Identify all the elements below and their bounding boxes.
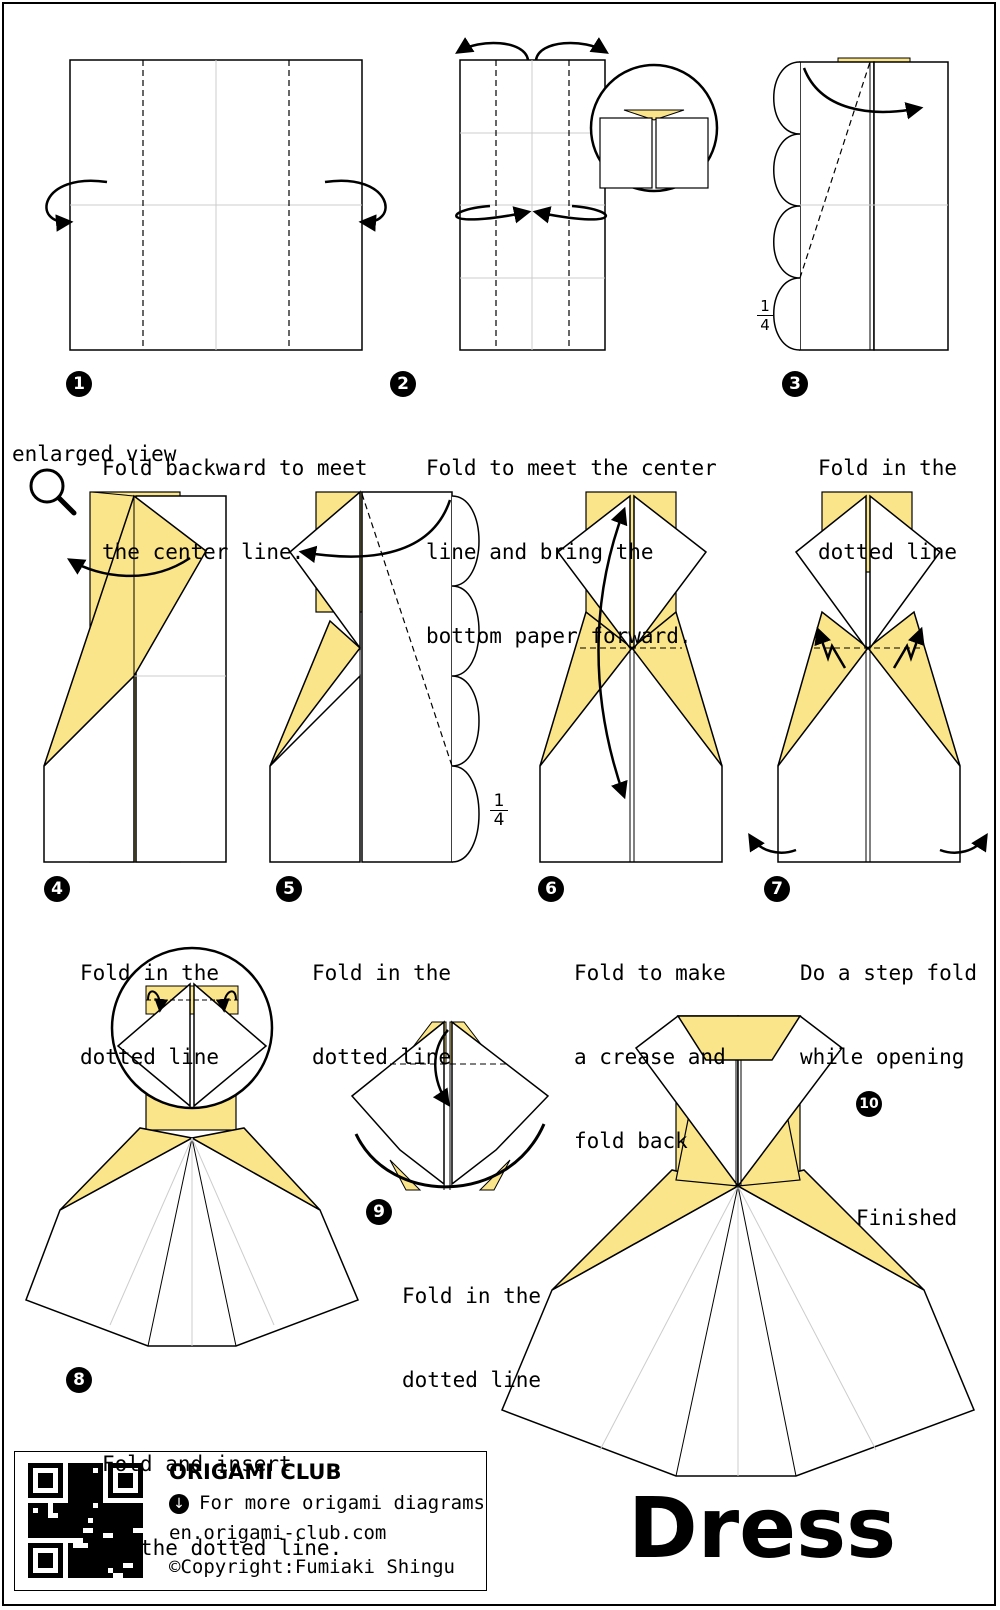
fraction-label-step-3: 1 4 (757, 298, 773, 333)
step-6-diagram (539, 491, 723, 863)
club-name: ORIGAMI CLUB (169, 1460, 342, 1484)
step-6-caption: 6 Fold to make a crease and fold back (538, 875, 726, 1183)
step-8-diagram (25, 946, 359, 1347)
step-4-diagram (43, 491, 227, 863)
fraction-label-step-5: 1 4 (490, 793, 508, 829)
page-title: Dress (628, 1479, 897, 1577)
step-10-caption: 10 Finished (856, 1090, 957, 1260)
more-diagrams-text: For more origami diagrams (199, 1492, 485, 1514)
more-diagrams-link[interactable]: ↓ For more origami diagrams (169, 1492, 485, 1514)
step-1-diagram (45, 59, 387, 351)
enlarged-view-label: enlarged view (12, 442, 177, 466)
step-9-caption: 9 Fold in the dotted line (366, 1198, 541, 1422)
step-8-caption: 8 Fold and insert at the dotted line. (66, 1366, 342, 1590)
club-url-link[interactable]: en.origami-club.com (169, 1522, 387, 1544)
qr-code-icon (28, 1463, 143, 1578)
origami-club-info-box: ORIGAMI CLUB ↓For more origami diagrams … (14, 1451, 487, 1591)
step-9-diagram (350, 1020, 550, 1191)
step-7-caption: 7 Do a step fold while opening (764, 875, 977, 1099)
step-2-caption: 2 Fold to meet the center line and bring… (390, 370, 717, 678)
step-1-caption: 1 Fold backward to meet the center line. (66, 370, 368, 594)
step-5-caption: 5 Fold in the dotted line (276, 875, 451, 1099)
step-3-diagram (773, 57, 949, 351)
step-4-caption: 4 Fold in the dotted line (44, 875, 219, 1099)
step-7-diagram (748, 491, 988, 863)
finished-dress (501, 1015, 975, 1477)
copyright-text: ©Copyright:Fumiaki Shingu (169, 1556, 455, 1578)
magnifier-icon (29, 468, 77, 516)
step-2-diagram (455, 37, 719, 351)
arrow-down-circle-icon: ↓ (169, 1494, 189, 1514)
step-3-caption: 3 Fold in the dotted line (782, 370, 957, 594)
step-5-diagram (269, 490, 480, 863)
